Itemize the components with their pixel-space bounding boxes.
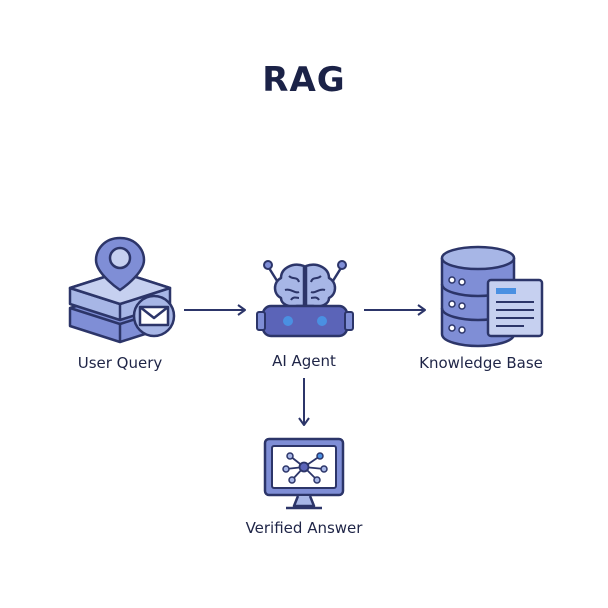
node-verified-answer <box>262 436 346 512</box>
node-label-user-query: User Query <box>77 354 163 372</box>
node-knowledge-base <box>436 244 546 348</box>
diagram-title: RAG <box>262 60 346 100</box>
database-document-icon <box>440 245 544 348</box>
arrow-agent-to-answer <box>298 378 310 426</box>
arrow-query-to-agent <box>184 304 246 316</box>
node-label-verified-answer: Verified Answer <box>245 519 363 537</box>
node-ai-agent <box>255 252 355 348</box>
arrow-agent-to-knowledge <box>364 304 426 316</box>
node-user-query <box>60 230 180 350</box>
node-label-knowledge-base: Knowledge Base <box>419 354 543 372</box>
monitor-network-icon <box>263 437 345 510</box>
robot-brain-icon <box>256 260 354 338</box>
node-label-ai-agent: AI Agent <box>272 352 336 370</box>
user-query-icon <box>68 236 176 344</box>
